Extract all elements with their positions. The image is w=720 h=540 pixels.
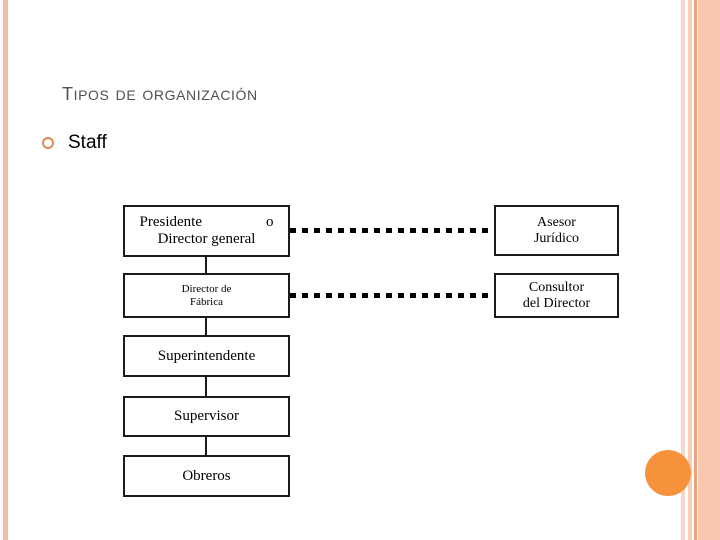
node-asesor-line2: Jurídico [533,230,580,246]
node-obreros-line1: Obreros [182,467,231,484]
list-item-label: Staff [68,132,107,153]
node-presidente-line1-left: Presidente [139,214,202,231]
dashed-connector-presidente-asesor [290,228,495,233]
node-superintendente: Superintendente [123,335,290,377]
node-superintendente-line1: Superintendente [157,347,256,364]
node-consultor-line2: del Director [522,295,591,311]
node-obreros: Obreros [123,455,290,497]
node-consultor-del-director: Consultor del Director [494,273,619,318]
node-presidente-director-general: Presidente o Director general [123,205,290,257]
node-supervisor-line1: Supervisor [174,408,239,425]
left-accent-stripe [3,0,8,540]
page-title: Tipos de organización [62,76,258,106]
connector-presidente-directorfabrica [205,256,207,274]
node-supervisor: Supervisor [123,396,290,437]
right-accent-stripe-2 [688,0,692,540]
connector-directorfabrica-superintendente [205,317,207,336]
node-director-fabrica-line2: Fábrica [190,295,223,308]
right-accent-stripe-3 [694,0,697,540]
right-accent-stripe-4 [698,0,720,540]
orange-circle-accent [645,450,691,496]
node-consultor-line1: Consultor [528,279,585,295]
dashed-connector-directorfabrica-consultor [290,293,495,298]
connector-supervisor-obreros [205,436,207,456]
node-presidente-line2: Director general [157,231,256,247]
list-item: Staff [42,133,107,152]
connector-superintendente-supervisor [205,376,207,397]
node-director-de-fabrica: Director de Fábrica [123,273,290,318]
node-director-fabrica-line1: Director de [181,283,232,296]
node-asesor-juridico: Asesor Jurídico [494,205,619,256]
node-presidente-line1-right: o [266,214,274,231]
circle-bullet-icon [42,136,54,149]
node-asesor-line1: Asesor [537,214,576,230]
right-accent-stripe-1 [681,0,685,540]
